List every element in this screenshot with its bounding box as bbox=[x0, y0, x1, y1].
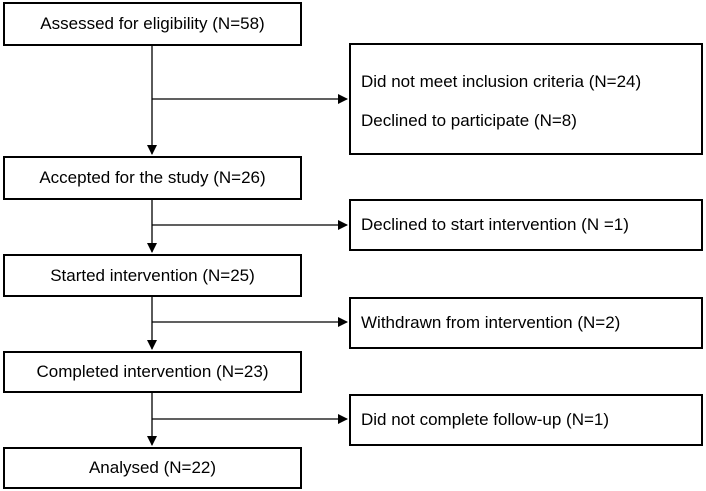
completed-box: Completed intervention (N=23) bbox=[3, 351, 302, 393]
exclusion-box-withdrawn: Withdrawn from intervention (N=2) bbox=[349, 297, 703, 349]
analysed-label: Analysed (N=22) bbox=[88, 458, 217, 477]
started-box: Started intervention (N=25) bbox=[3, 254, 302, 297]
accepted-label: Accepted for the study (N=26) bbox=[39, 168, 266, 187]
no-followup-label: Did not complete follow-up (N=1) bbox=[361, 410, 610, 429]
started-label: Started intervention (N=25) bbox=[50, 265, 255, 285]
completed-label: Completed intervention (N=23) bbox=[36, 362, 269, 381]
not-meet-criteria-label: Did not meet inclusion criteria (N=24) bbox=[361, 72, 642, 91]
analysed-box: Analysed (N=22) bbox=[3, 447, 302, 489]
assessed-box: Assessed for eligibility (N=58) bbox=[3, 2, 302, 46]
withdrawn-label: Withdrawn from intervention (N=2) bbox=[361, 313, 621, 332]
accepted-box: Accepted for the study (N=26) bbox=[3, 156, 302, 200]
assessed-label: Assessed for eligibility (N=58) bbox=[40, 14, 265, 33]
exclusion-box-followup: Did not complete follow-up (N=1) bbox=[349, 394, 703, 446]
declined-start-label: Declined to start intervention (N =1) bbox=[361, 215, 629, 234]
exclusion-box-eligibility: Did not meet inclusion criteria (N=24) D… bbox=[349, 43, 703, 155]
exclusion-box-declined-start: Declined to start intervention (N =1) bbox=[349, 199, 703, 251]
declined-participate-label: Declined to participate (N=8) bbox=[361, 111, 577, 130]
